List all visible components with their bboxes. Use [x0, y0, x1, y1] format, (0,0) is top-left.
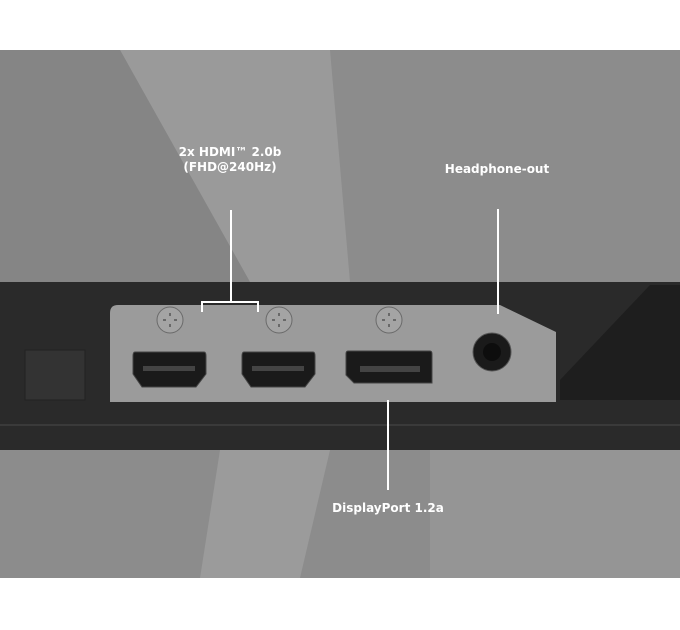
- bezel-edge: [0, 424, 680, 426]
- backdrop-facet: [120, 50, 350, 282]
- hdmi-label: 2x HDMI™ 2.0b (FHD@240Hz): [179, 145, 282, 175]
- stand-edge: [560, 285, 680, 400]
- screw-icon: [375, 306, 403, 334]
- displayport-label: DisplayPort 1.2a: [332, 501, 444, 515]
- hdmi-label-line1: 2x HDMI™ 2.0b: [178, 145, 282, 159]
- displayport-contact: [360, 366, 420, 372]
- port-panel: [110, 305, 556, 402]
- side-connector: [24, 349, 86, 401]
- hdmi-port-2-contact: [252, 366, 304, 371]
- screw-icon: [265, 306, 293, 334]
- headphone-jack-hole: [483, 343, 501, 361]
- hdmi-port-1-contact: [143, 366, 195, 371]
- screw-icon: [156, 306, 184, 334]
- hdmi-label-line2: (FHD@240Hz): [183, 160, 277, 174]
- backdrop-facet: [200, 450, 330, 578]
- backdrop-facet: [430, 450, 680, 578]
- headphone-label: Headphone-out: [444, 162, 550, 176]
- backdrop-facet: [0, 50, 250, 282]
- hdmi-leader-line: [201, 210, 259, 312]
